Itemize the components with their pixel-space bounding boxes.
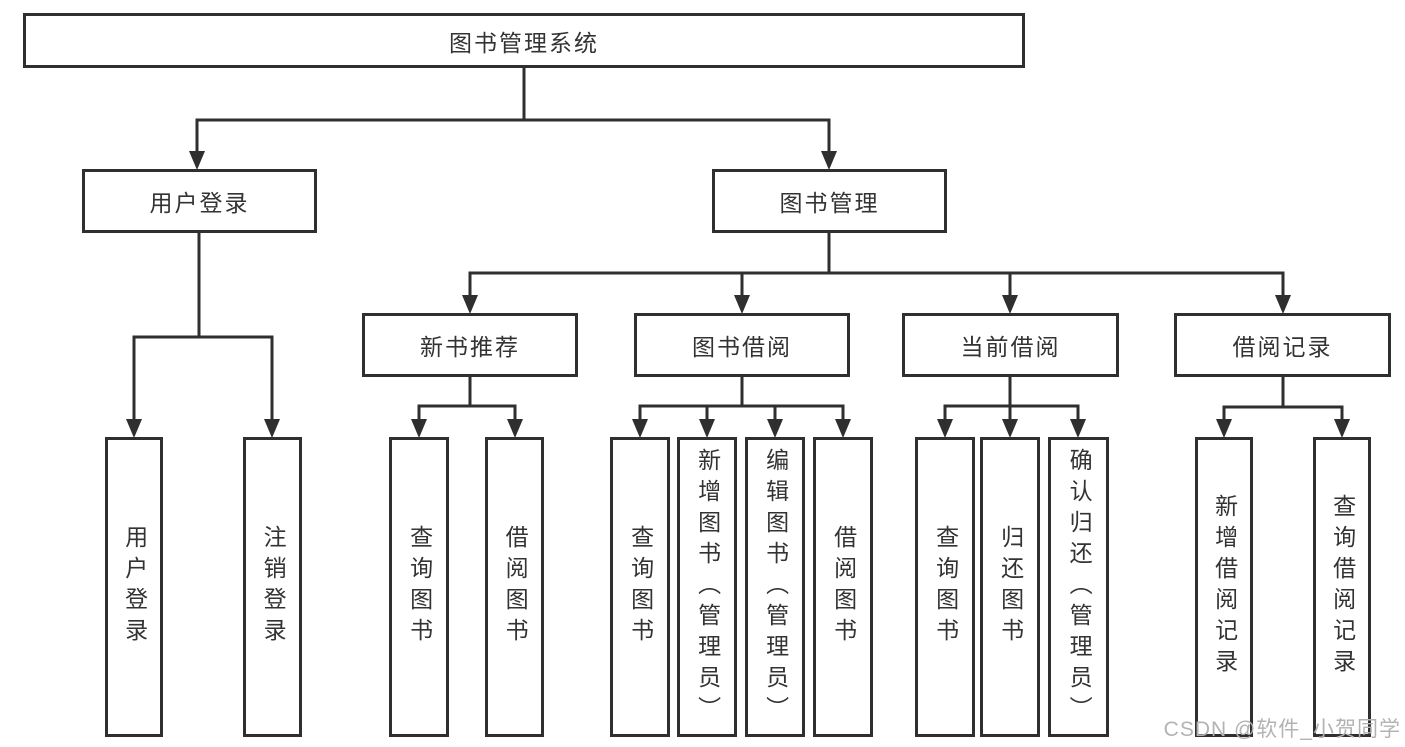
node-root: 图书管理系统 — [23, 13, 1025, 68]
leaf-user-login-label: 用户登录 — [121, 525, 148, 649]
leaf-logout-label: 注销登录 — [260, 525, 287, 649]
leaf-cb-query-label: 查询图书 — [932, 525, 959, 649]
leaf-cb-query: 查询图书 — [915, 437, 975, 737]
leaf-nbr-borrow-label: 借阅图书 — [502, 525, 529, 649]
leaf-cb-confirm-label: 确认归还（管理员） — [1066, 447, 1093, 727]
connector-book-borrow-subtree — [632, 377, 851, 438]
connector-new-book-rec-subtree — [411, 377, 523, 438]
leaf-bb-query-label: 查询图书 — [627, 525, 654, 649]
leaf-nbr-query: 查询图书 — [389, 437, 449, 737]
leaf-bb-add: 新增图书（管理员） — [677, 437, 737, 737]
node-borrow-records-label: 借阅记录 — [1232, 334, 1333, 360]
leaf-bb-edit-label: 编辑图书（管理员） — [762, 447, 789, 727]
node-new-book-rec-label: 新书推荐 — [420, 334, 520, 360]
connector-root-to-level2 — [189, 68, 837, 170]
connector-borrow-records-subtree — [1216, 377, 1350, 438]
leaf-cb-confirm: 确认归还（管理员） — [1048, 437, 1109, 737]
leaf-br-add-label: 新增借阅记录 — [1211, 494, 1238, 680]
leaf-nbr-borrow: 借阅图书 — [485, 437, 544, 737]
node-book-borrow-label: 图书借阅 — [692, 334, 792, 360]
leaf-user-login: 用户登录 — [105, 437, 163, 737]
leaf-br-query: 查询借阅记录 — [1313, 437, 1371, 737]
connector-user-login-subtree — [126, 233, 280, 438]
connector-book-mgmt-to-level3 — [462, 233, 1291, 314]
node-borrow-records: 借阅记录 — [1174, 313, 1391, 377]
node-current-borrow-label: 当前借阅 — [960, 334, 1061, 360]
node-user-login: 用户登录 — [82, 169, 317, 233]
leaf-bb-borrow-label: 借阅图书 — [830, 525, 857, 649]
leaf-bb-add-label: 新增图书（管理员） — [694, 447, 721, 727]
leaf-bb-query: 查询图书 — [610, 437, 670, 737]
connector-current-borrow-subtree — [937, 377, 1086, 438]
leaf-cb-return: 归还图书 — [980, 437, 1040, 737]
leaf-cb-return-label: 归还图书 — [997, 525, 1024, 649]
node-book-mgmt-label: 图书管理 — [779, 190, 880, 216]
node-current-borrow: 当前借阅 — [902, 313, 1119, 377]
node-book-borrow: 图书借阅 — [634, 313, 850, 377]
node-book-mgmt: 图书管理 — [712, 169, 947, 233]
leaf-bb-edit: 编辑图书（管理员） — [745, 437, 805, 737]
node-new-book-rec: 新书推荐 — [362, 313, 578, 377]
leaf-nbr-query-label: 查询图书 — [406, 525, 433, 649]
leaf-br-query-label: 查询借阅记录 — [1329, 494, 1356, 680]
node-root-label: 图书管理系统 — [449, 29, 599, 56]
csdn-watermark: CSDN @软件_小贺同学 — [1163, 718, 1401, 741]
node-user-login-label: 用户登录 — [149, 190, 250, 216]
leaf-logout: 注销登录 — [243, 437, 302, 737]
leaf-br-add: 新增借阅记录 — [1195, 437, 1253, 737]
leaf-bb-borrow: 借阅图书 — [813, 437, 873, 737]
